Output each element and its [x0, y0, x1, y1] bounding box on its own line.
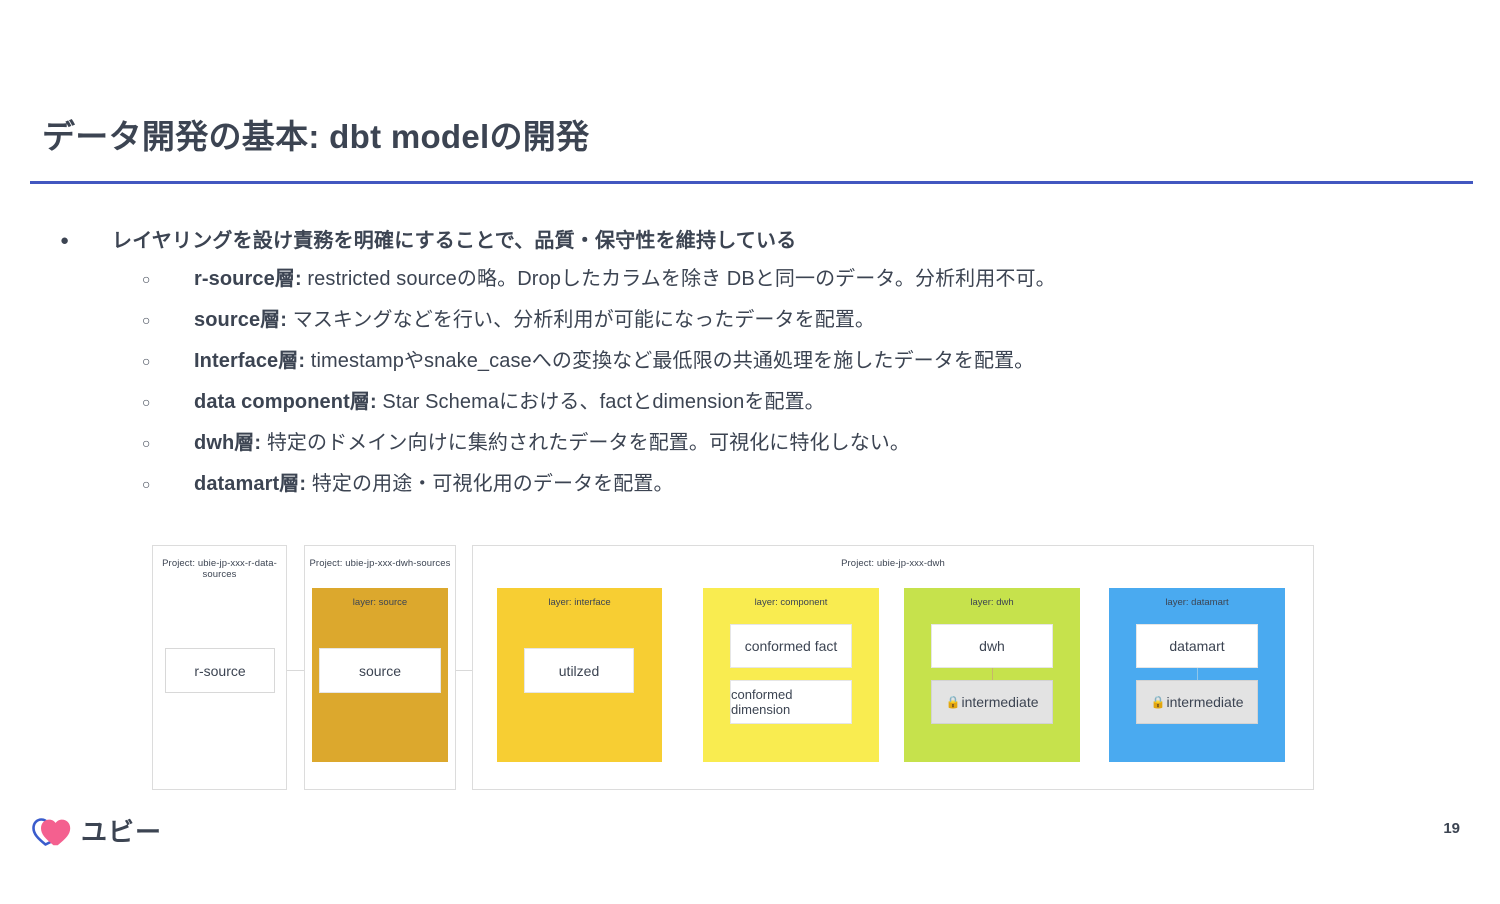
list-item-desc: restricted sourceの略。Dropしたカラムを除き DBと同一のデ… — [301, 268, 1056, 290]
layer-label: layer: source — [352, 597, 408, 608]
bullet-main: ● レイヤリングを設け責務を明確にすることで、品質・保守性を維持している — [60, 226, 1460, 256]
node-source[interactable]: source — [319, 648, 441, 693]
node-r-source[interactable]: r-source — [165, 648, 275, 693]
layer-label: layer: interface — [548, 597, 611, 608]
list-item-desc: 特定の用途・可視化用のデータを配置。 — [306, 473, 674, 495]
list-item-sep: : — [298, 350, 306, 372]
node-label: dwh — [979, 638, 1005, 654]
bullet-list: ● レイヤリングを設け責務を明確にすることで、品質・保守性を維持している ○ r… — [60, 226, 1460, 510]
node-label: source — [358, 662, 402, 679]
list-item: ○ datamart層: 特定の用途・可視化用のデータを配置。 — [142, 469, 1460, 499]
list-item-term: Interface層 — [194, 350, 299, 372]
title-divider — [30, 181, 1473, 184]
list-item-sep: : — [299, 473, 307, 495]
node-label: conformed fact — [744, 638, 838, 654]
heart-logo-icon — [32, 815, 72, 847]
list-item-sep: : — [254, 432, 262, 454]
list-item-sep: : — [369, 391, 377, 413]
bullet-marker-hollow: ○ — [142, 476, 151, 492]
bullet-main-text: レイヤリングを設け責務を明確にすることで、品質・保守性を維持している — [112, 230, 797, 252]
layer-label: layer: datamart — [1165, 597, 1229, 608]
page-number: 19 — [1443, 820, 1460, 837]
list-item: ○ source層: マスキングなどを行い、分析利用が可能になったデータを配置。 — [142, 305, 1460, 335]
list-item: ○ r-source層: restricted sourceの略。Dropしたカ… — [142, 264, 1460, 294]
node-label: r-source — [194, 662, 246, 679]
list-item-term: r-source層 — [194, 268, 295, 290]
project-label: Project: ubie-jp-xxx-dwh-sources — [309, 558, 451, 569]
list-item-desc: マスキングなどを行い、分析利用が可能になったデータを配置。 — [287, 309, 876, 331]
bullet-marker-hollow: ○ — [142, 353, 151, 369]
bullet-marker-hollow: ○ — [142, 312, 151, 328]
list-item-desc: timestampやsnake_caseへの変換など最低限の共通処理を施したデー… — [305, 350, 1035, 372]
page-title: データ開発の基本: dbt modelの開発 — [42, 118, 590, 155]
node-dwh-intermediate[interactable]: 🔒intermediate — [931, 680, 1053, 724]
node-conformed-fact[interactable]: conformed fact — [730, 624, 852, 668]
layer-label: layer: component — [754, 597, 828, 608]
ubie-logo: ユビー — [32, 812, 162, 849]
list-item: ○ Interface層: timestampやsnake_caseへの変換など… — [142, 346, 1460, 376]
connector-dwh-intermediate — [992, 665, 993, 683]
project-label: Project: ubie-jp-xxx-r-data-sources — [162, 558, 277, 580]
node-label: intermediate — [961, 694, 1039, 710]
list-item-sep: : — [280, 309, 288, 331]
list-item-text: r-source層: restricted sourceの略。Dropしたカラム… — [194, 264, 1056, 294]
list-item-sep: : — [294, 268, 302, 290]
list-item-desc: 特定のドメイン向けに集約されたデータを配置。可視化に特化しない。 — [261, 432, 911, 454]
connector-datamart-intermediate — [1197, 665, 1198, 683]
bullet-marker-hollow: ○ — [142, 271, 151, 287]
bullet-marker-filled: ● — [60, 232, 70, 249]
node-label: datamart — [1169, 638, 1225, 654]
bullet-marker-hollow: ○ — [142, 394, 151, 410]
layer-architecture-diagram: Project: ubie-jp-xxx-r-data-sources r-so… — [152, 545, 1314, 790]
list-item-desc: Star Schemaにおける、factとdimensionを配置。 — [376, 391, 825, 413]
list-item-term: datamart層 — [194, 473, 300, 495]
lock-icon: 🔒 — [1150, 695, 1166, 709]
node-label: intermediate — [1166, 694, 1244, 710]
list-item-text: datamart層: 特定の用途・可視化用のデータを配置。 — [194, 469, 674, 499]
lock-icon: 🔒 — [945, 695, 961, 709]
layer-label: layer: dwh — [970, 597, 1014, 608]
node-utilzed[interactable]: utilzed — [524, 648, 634, 693]
list-item-term: source層 — [194, 309, 281, 331]
list-item: ○ dwh層: 特定のドメイン向けに集約されたデータを配置。可視化に特化しない。 — [142, 428, 1460, 458]
list-item-term: data component層 — [194, 391, 370, 413]
list-item: ○ data component層: Star Schemaにおける、factと… — [142, 387, 1460, 417]
node-label: utilzed — [558, 662, 600, 679]
list-item-text: Interface層: timestampやsnake_caseへの変換など最低… — [194, 346, 1034, 376]
list-item-term: dwh層 — [194, 432, 255, 454]
node-datamart[interactable]: datamart — [1136, 624, 1258, 668]
list-item-text: source層: マスキングなどを行い、分析利用が可能になったデータを配置。 — [194, 305, 875, 335]
logo-text: ユビー — [81, 817, 163, 847]
project-label: Project: ubie-jp-xxx-dwh — [841, 558, 945, 569]
bullet-marker-hollow: ○ — [142, 435, 151, 451]
node-label: conformed dimension — [731, 687, 793, 717]
list-item-text: dwh層: 特定のドメイン向けに集約されたデータを配置。可視化に特化しない。 — [194, 428, 910, 458]
node-datamart-intermediate[interactable]: 🔒intermediate — [1136, 680, 1258, 724]
list-item-text: data component層: Star Schemaにおける、factとdi… — [194, 387, 825, 417]
node-dwh[interactable]: dwh — [931, 624, 1053, 668]
layer-component: layer: component — [703, 588, 879, 762]
node-conformed-dimension[interactable]: conformed dimension — [730, 680, 852, 724]
